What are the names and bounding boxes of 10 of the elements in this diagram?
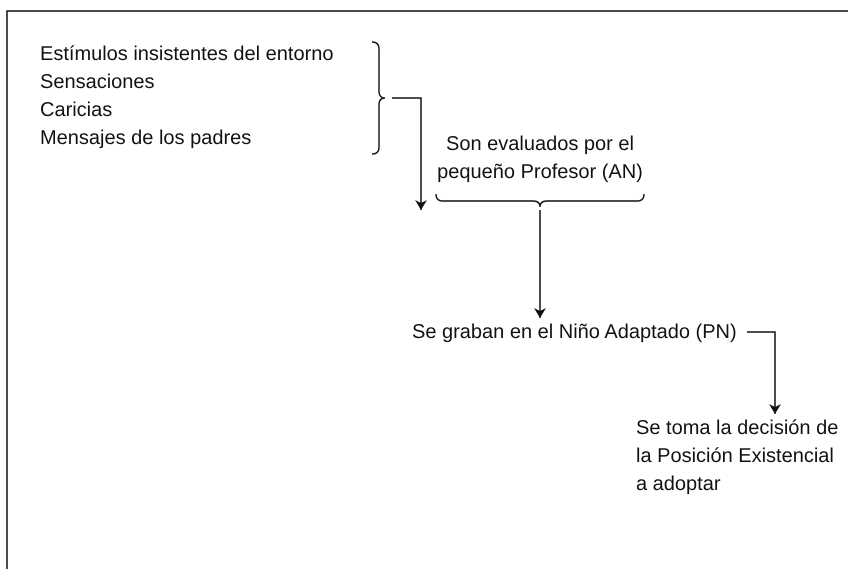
arrow <box>747 331 781 414</box>
arrow <box>534 210 546 318</box>
flow-text: Caricias <box>40 98 114 123</box>
flow-text: Mensajes de los padres <box>40 126 252 151</box>
flow-text: Estímulos insistentes del entorno <box>40 42 334 67</box>
flow-text: Se graban en el Niño Adaptado (PN) <box>412 320 738 345</box>
flow-text: Sensaciones <box>40 70 156 95</box>
flow-text: Se toma la decisión de la Posición Existencial a adoptar <box>636 416 840 497</box>
flow-text: Son evaluados por el pequeño Profesor (AN) <box>436 132 644 185</box>
arrow <box>392 97 427 210</box>
